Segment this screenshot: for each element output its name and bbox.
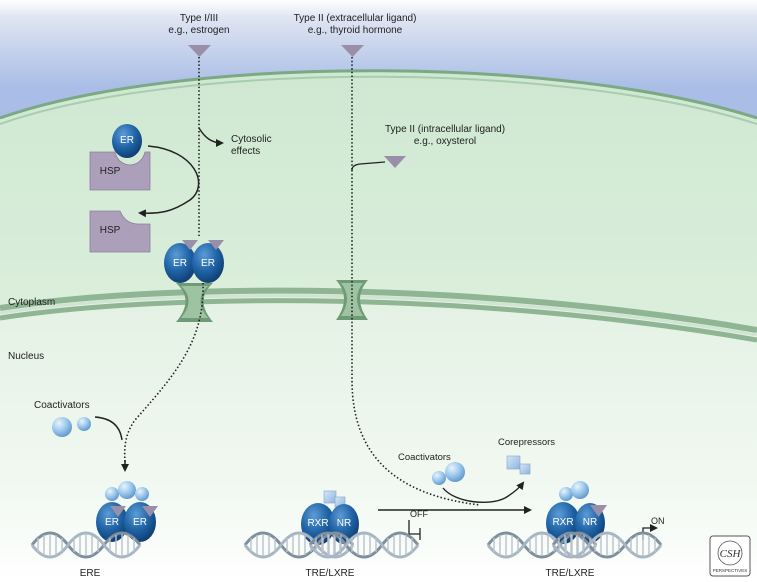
hsp-bound [89, 151, 151, 191]
csh-logo: CSH PERSPECTIVES [709, 535, 751, 577]
cytosolic-line2: effects [231, 146, 261, 157]
tre-lxre-label-right: TRE/LXRE [545, 568, 595, 579]
er-label-ere-left: ER [105, 517, 119, 528]
nr-label-off: NR [336, 518, 352, 529]
on-label: ON [651, 516, 665, 526]
rxr-label-on: RXR [552, 517, 574, 528]
cytosolic-arrow [198, 127, 224, 147]
hsp-release-arrow [138, 145, 200, 218]
er-label-dimer-right: ER [201, 258, 215, 269]
cytoplasm-label: Cytoplasm [8, 297, 56, 308]
coactivators-label-tre: Coactivators [398, 452, 451, 463]
cytosolic-effects-label: Cytosolic effects [231, 134, 272, 158]
type1-line2: e.g., estrogen [168, 25, 230, 36]
coactivators-label-ere: Coactivators [34, 400, 90, 411]
coactivator-ball [432, 471, 446, 485]
coactivator-ball [77, 417, 91, 431]
off-label: OFF [410, 509, 428, 519]
coactivator-ball [445, 462, 465, 482]
corepressor-square [506, 455, 521, 470]
hsp-label-free: HSP [99, 225, 121, 236]
corepressors-label: Corepressors [498, 437, 556, 448]
nucleus-label: Nucleus [8, 351, 45, 362]
hsp-free [89, 210, 151, 253]
type2-int-line1: Type II (intracellular ligand) [384, 124, 506, 135]
er-label-ere-right: ER [133, 517, 147, 528]
nr-label-on: NR [582, 517, 598, 528]
oxysterol-join [351, 161, 386, 171]
logo-subtext: PERSPECTIVES [713, 568, 748, 573]
corepressor-exchange-arrow [442, 481, 525, 503]
type2-int-label: Type II (intracellular ligand) e.g., oxy… [365, 124, 525, 148]
logo-text: CSH [720, 548, 742, 560]
coactivator-ball [52, 417, 72, 437]
er-label-dimer-left: ER [173, 258, 187, 269]
nuclear-envelope [0, 287, 757, 333]
estrogen-ligand-icon [188, 45, 211, 57]
tre-lxre-label-left: TRE/LXRE [305, 568, 355, 579]
er-dimer-cytoplasm [164, 240, 224, 283]
thyroid-ligand-icon [341, 45, 364, 57]
type2-int-line2: e.g., oxysterol [413, 136, 477, 147]
hsp-label-bound: HSP [99, 166, 121, 177]
type2-ext-line2: e.g., thyroid hormone [307, 25, 403, 36]
corepressor-square [519, 463, 531, 475]
type2-ext-label: Type II (extracellular ligand) e.g., thy… [270, 13, 440, 37]
er-label-hsp: ER [120, 135, 134, 146]
oxysterol-ligand-icon [384, 156, 406, 168]
off-symbol [408, 520, 421, 540]
rxr-label-off: RXR [307, 518, 329, 529]
type1-label: Type I/III e.g., estrogen [159, 13, 239, 37]
type1-line1: Type I/III [179, 13, 219, 24]
cytosolic-line1: Cytosolic [231, 134, 272, 145]
er-receptor-hsp [112, 124, 142, 158]
type2-nuclear-path [351, 170, 481, 506]
type2-ext-line1: Type II (extracellular ligand) [293, 13, 417, 24]
er-nuclear-path [123, 282, 204, 467]
ere-label: ERE [79, 568, 101, 579]
coactivator-recruit-arrow [94, 416, 123, 441]
plasma-membrane [0, 69, 757, 120]
